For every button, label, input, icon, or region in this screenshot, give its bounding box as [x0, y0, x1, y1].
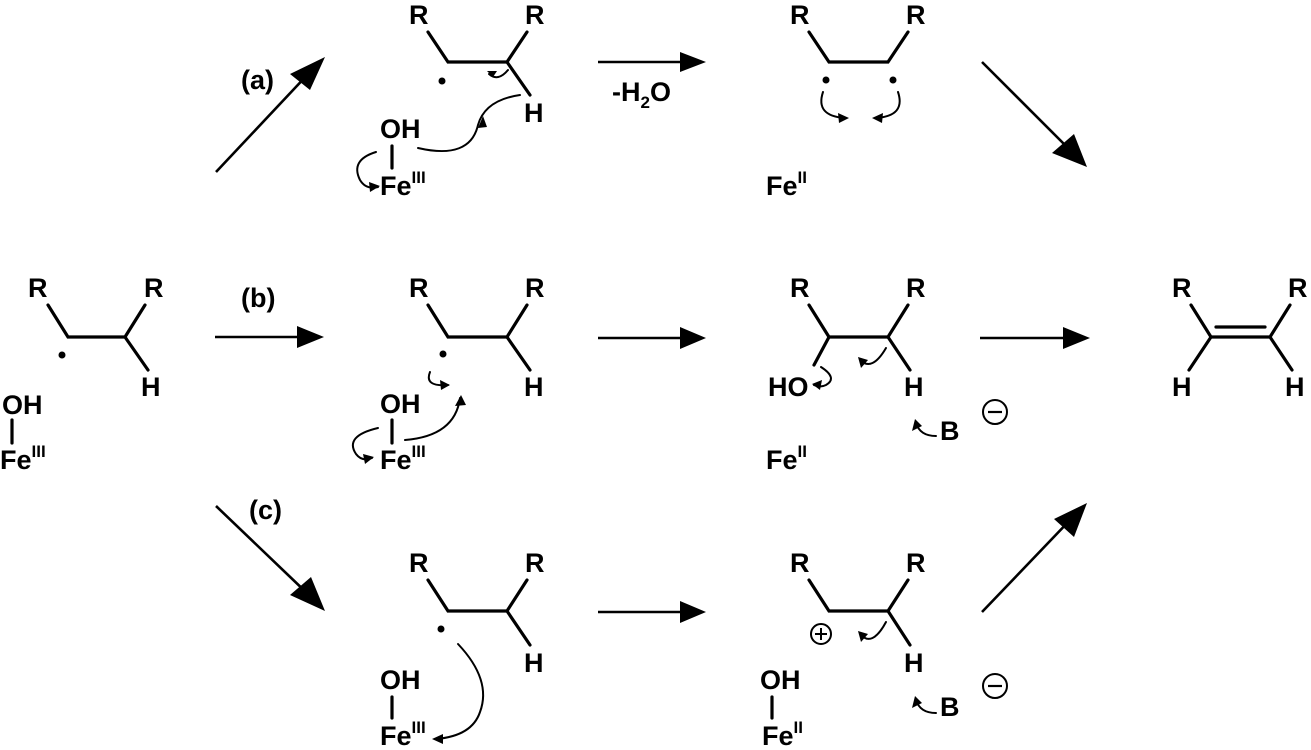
svg-text:B: B — [940, 416, 960, 446]
svg-text:H: H — [524, 372, 544, 402]
svg-text:FeIII: FeIII — [380, 718, 426, 750]
reaction-arrow-b1 — [215, 326, 324, 348]
svg-text:R: R — [525, 548, 545, 578]
svg-text:FeII: FeII — [762, 718, 803, 750]
svg-text:H: H — [904, 372, 924, 402]
svg-text:R: R — [1288, 273, 1308, 303]
reaction-arrow-b2 — [598, 327, 706, 349]
svg-text:R: R — [1172, 273, 1192, 303]
product-alkene: R R H H — [1172, 273, 1308, 402]
svg-text:H: H — [524, 98, 544, 128]
svg-text:OH: OH — [2, 390, 43, 420]
svg-text:H: H — [524, 648, 544, 678]
radical-dot — [822, 76, 830, 84]
svg-text:OH: OH — [380, 114, 421, 144]
reaction-arrow-c2 — [598, 601, 706, 623]
path-label-a: (a) — [241, 65, 274, 95]
svg-text:R: R — [906, 273, 926, 303]
reaction-arrow-c1 — [215, 505, 325, 611]
svg-text:R: R — [790, 548, 810, 578]
reaction-arrow-a3 — [981, 61, 1087, 167]
svg-text:R: R — [144, 273, 164, 303]
path-label-b: (b) — [241, 283, 275, 313]
reaction-arrow-b3 — [980, 327, 1090, 349]
svg-text:H: H — [1285, 372, 1305, 402]
radical-dot — [439, 350, 447, 358]
intermediate-c2: R R H B OH FeII — [760, 548, 1008, 750]
intermediate-b1: R R H OH FeIII — [351, 273, 545, 475]
svg-text:R: R — [906, 0, 926, 30]
radical-dot — [889, 76, 897, 84]
svg-text:R: R — [409, 0, 429, 30]
svg-text:R: R — [409, 548, 429, 578]
intermediate-a1: R R H OH FeIII — [356, 0, 545, 201]
negative-charge-circle — [982, 399, 1008, 425]
radical-dot — [437, 625, 445, 633]
svg-text:R: R — [525, 273, 545, 303]
svg-text:OH: OH — [380, 389, 421, 419]
reagent-water: -H2O — [612, 77, 671, 112]
svg-text:R: R — [790, 273, 810, 303]
radical-dot — [438, 77, 446, 85]
radical-dot — [58, 351, 66, 359]
svg-text:FeIII: FeIII — [0, 442, 46, 475]
intermediate-b2: R R HO H B FeII — [766, 273, 1008, 475]
svg-text:R: R — [28, 273, 48, 303]
svg-text:R: R — [906, 548, 926, 578]
svg-text:B: B — [940, 692, 960, 722]
svg-text:H: H — [141, 372, 161, 402]
svg-text:OH: OH — [760, 665, 801, 695]
svg-text:FeIII: FeIII — [380, 442, 426, 475]
svg-text:H: H — [904, 648, 924, 678]
svg-text:R: R — [790, 0, 810, 30]
reaction-arrow-a1 — [215, 57, 325, 173]
intermediate-c1: R R H OH FeIII — [380, 548, 545, 750]
svg-text:FeII: FeII — [766, 442, 807, 475]
svg-text:R: R — [409, 273, 429, 303]
negative-charge-circle — [982, 673, 1008, 699]
svg-text:FeII: FeII — [766, 168, 807, 201]
path-label-c: (c) — [249, 495, 282, 525]
reaction-arrow-a2 — [598, 52, 706, 72]
svg-text:HO: HO — [768, 372, 809, 402]
svg-text:OH: OH — [380, 665, 421, 695]
positive-charge-circle — [810, 623, 832, 645]
reaction-arrow-c3 — [981, 503, 1087, 613]
intermediate-a2: R R FeII — [766, 0, 926, 201]
svg-text:R: R — [525, 0, 545, 30]
svg-text:H: H — [1172, 372, 1192, 402]
starting-radical: R R H OH FeIII — [0, 273, 164, 475]
svg-text:FeIII: FeIII — [380, 168, 426, 201]
